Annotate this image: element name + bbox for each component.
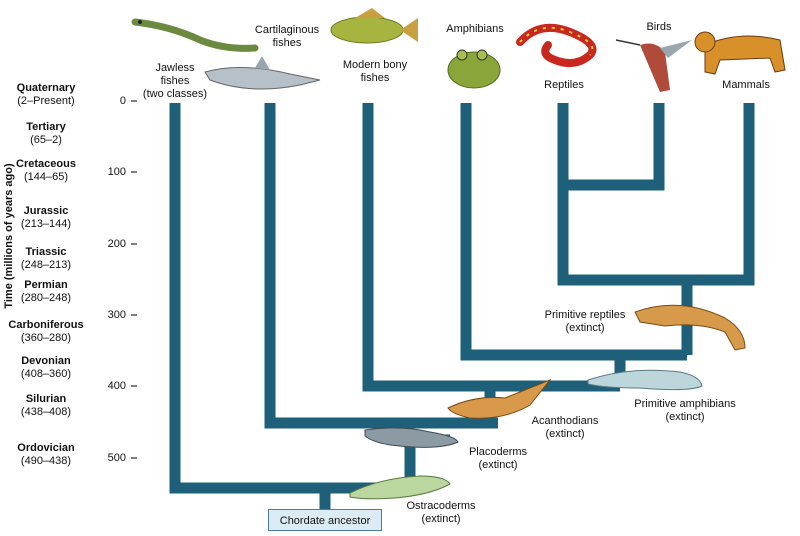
axis-tick-marks — [131, 100, 137, 459]
acanthodian-icon — [447, 378, 552, 419]
period-name: Cretaceous — [16, 158, 76, 170]
hummingbird-icon — [615, 39, 692, 92]
lamprey-icon — [131, 18, 259, 52]
branch-bony — [362, 103, 620, 392]
period-range: (438–408) — [20, 406, 72, 418]
label-birds: Birds — [646, 21, 672, 33]
period-name: Silurian — [25, 393, 67, 405]
primitive-reptile-icon — [634, 304, 746, 351]
period-name: Ordovician — [17, 442, 75, 454]
snake-icon — [516, 23, 597, 68]
period-permian: Permian (280–248) — [0, 279, 92, 305]
label-primitive-amphibians: Primitive amphibians (extinct) — [634, 398, 736, 423]
period-name: Permian — [24, 279, 68, 291]
perch-icon — [330, 8, 418, 44]
chordate-ancestor-box: Chordate ancestor — [268, 509, 382, 531]
period-quaternary: Quaternary (2–Present) — [0, 82, 92, 108]
tick-label: 300 — [107, 309, 126, 321]
period-range: (408–360) — [20, 368, 72, 380]
period-jurassic: Jurassic (213–144) — [0, 205, 92, 231]
label-mammals: Mammals — [722, 79, 770, 91]
label-reptiles: Reptiles — [544, 79, 584, 91]
label-placoderms: Placoderms (extinct) — [468, 446, 528, 471]
period-range: (280–248) — [20, 292, 72, 304]
frog-icon — [447, 49, 501, 89]
primitive-amphibian-icon — [587, 369, 703, 391]
period-triassic: Triassic (248–213) — [0, 246, 92, 272]
label-modern-bony-fishes: Modern bony fishes — [342, 59, 408, 84]
branch-birds — [563, 103, 665, 191]
period-devonian: Devonian (408–360) — [0, 355, 92, 381]
label-amphibians: Amphibians — [446, 23, 504, 35]
period-silurian: Silurian (438–408) — [0, 393, 92, 419]
tick-label: 400 — [107, 380, 126, 392]
period-range: (2–Present) — [17, 95, 75, 107]
tick-label: 100 — [107, 166, 126, 178]
period-range: (213–144) — [20, 218, 72, 230]
branch-jawless — [169, 103, 410, 494]
period-name: Devonian — [21, 355, 71, 367]
placoderm-icon — [364, 427, 459, 448]
label-acanthodians: Acanthodians (extinct) — [531, 415, 599, 440]
shark-icon — [204, 56, 321, 90]
branch-cartilaginous — [264, 103, 498, 429]
period-ordovician: Ordovician (490–438) — [0, 442, 92, 468]
branch-reptiles — [557, 103, 755, 286]
label-primitive-reptiles: Primitive reptiles (extinct) — [544, 309, 626, 334]
period-name: Triassic — [25, 246, 67, 258]
label-jawless-fishes: Jawless fishes (two classes) — [142, 62, 208, 100]
period-name: Carboniferous — [8, 319, 84, 331]
label-cartilaginous-fishes: Cartilaginous fishes — [254, 24, 320, 49]
period-range: (360–280) — [20, 332, 72, 344]
period-range: (144–65) — [23, 171, 69, 183]
period-range: (248–213) — [20, 259, 72, 271]
period-cretaceous: Cretaceous (144–65) — [0, 158, 92, 184]
period-name: Jurassic — [23, 205, 69, 217]
period-name: Tertiary — [26, 121, 66, 133]
tick-label: 0 — [119, 95, 126, 107]
tiger-icon — [694, 31, 786, 75]
period-tertiary: Tertiary (65–2) — [0, 121, 92, 147]
period-range: (490–438) — [20, 455, 72, 467]
tick-label: 500 — [107, 452, 126, 464]
ostracoderm-icon — [349, 475, 451, 500]
label-ostracoderms: Ostracoderms (extinct) — [406, 500, 476, 525]
branch-amphibians — [460, 103, 687, 361]
period-name: Quaternary — [16, 82, 76, 94]
period-carboniferous: Carboniferous (360–280) — [0, 319, 92, 345]
period-range: (65–2) — [30, 134, 62, 146]
tick-label: 200 — [107, 238, 126, 250]
